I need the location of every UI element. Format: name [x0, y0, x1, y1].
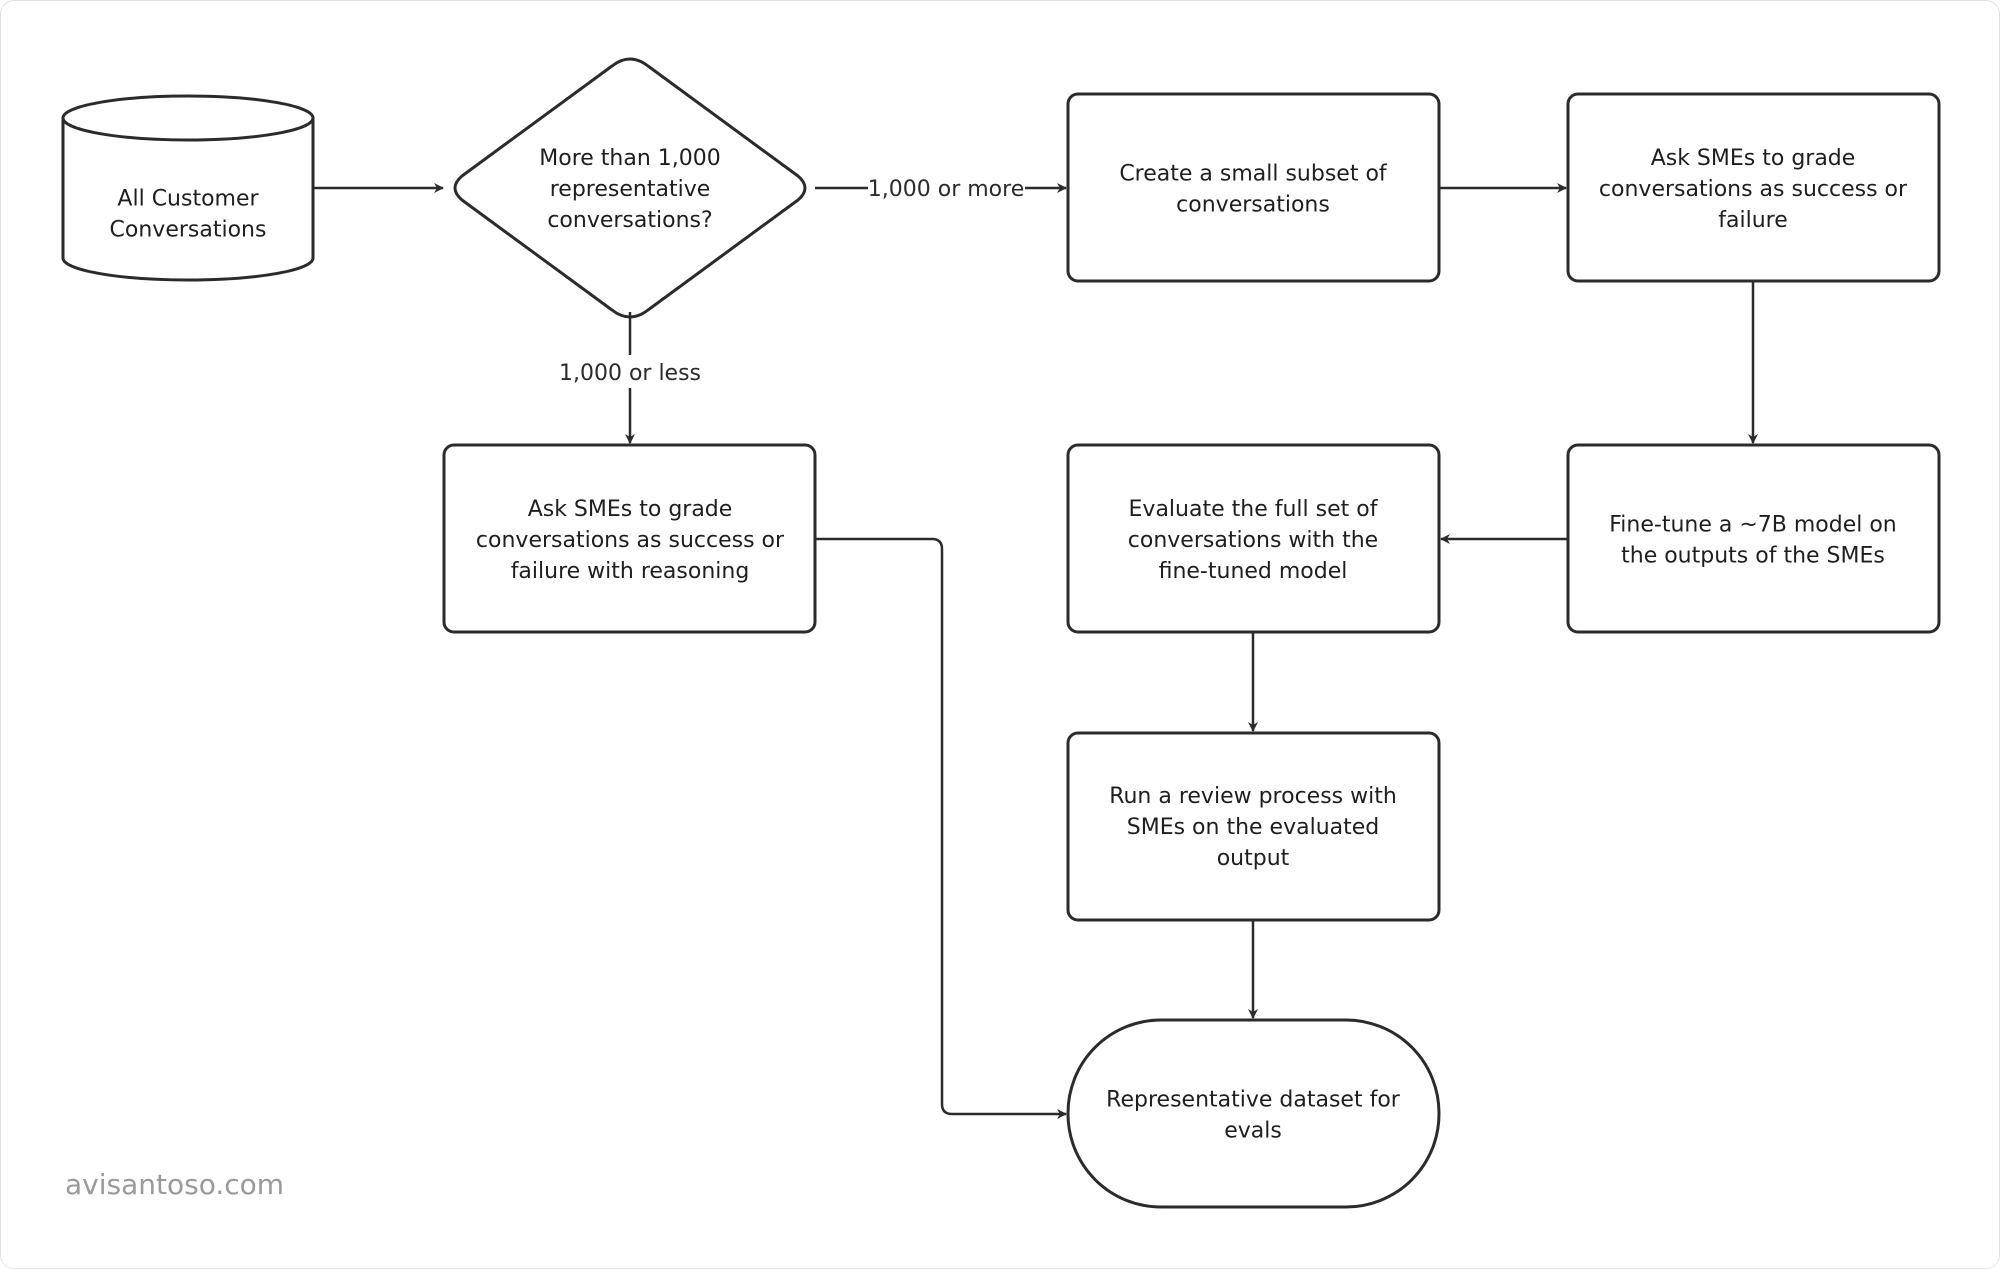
edge-label-less: 1,000 or less: [559, 361, 701, 386]
create-subset-node: [1066, 92, 1441, 283]
edge-label-more: 1,000 or more: [868, 177, 1024, 202]
dataset-node: [1066, 1018, 1441, 1209]
finetune-node: [1566, 443, 1941, 634]
decision-node: [453, 57, 807, 319]
edge-reasoning-to-dataset: [815, 537, 1067, 1119]
all-conversations-node: [61, 94, 315, 282]
watermark: avisantoso.com: [65, 1168, 285, 1201]
